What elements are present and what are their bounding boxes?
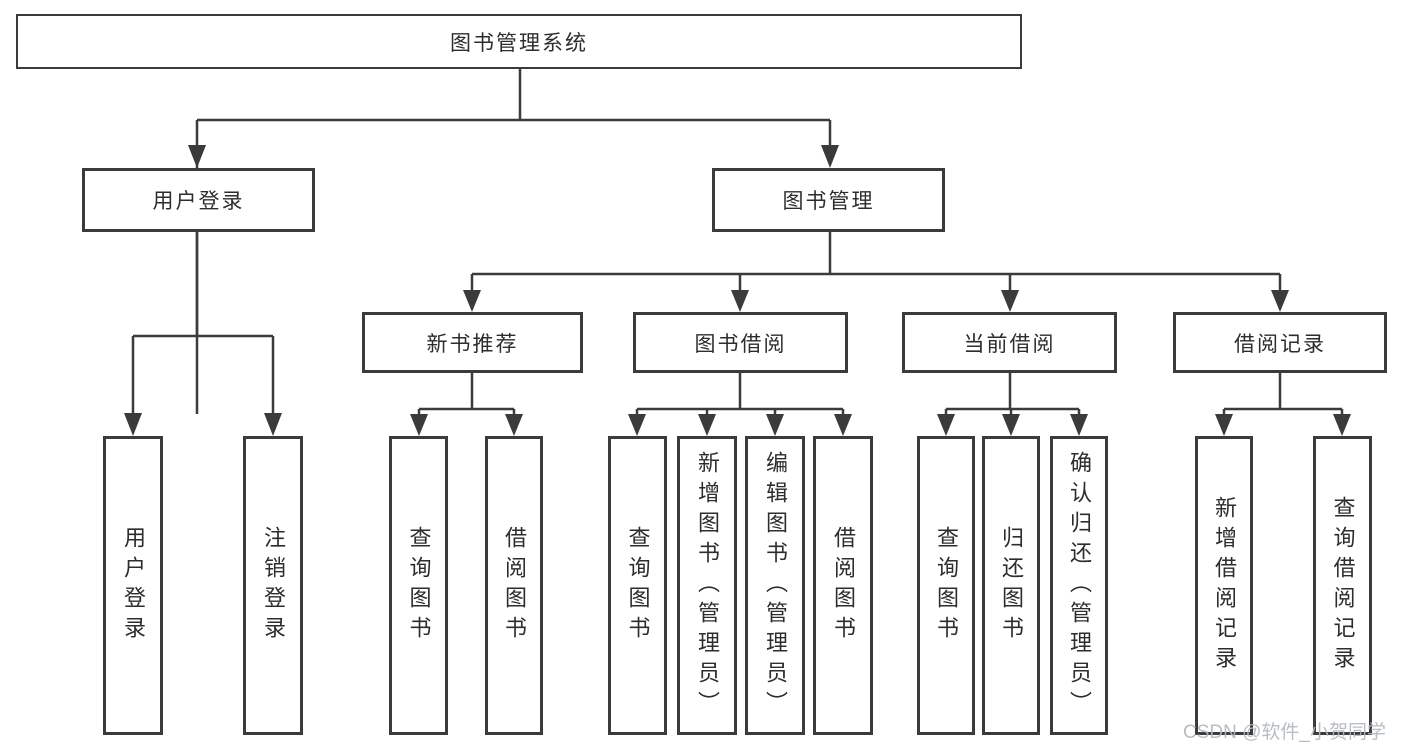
leaf-user-login: 用户登录 [103, 436, 163, 735]
arrowhead-down-icon [188, 145, 839, 168]
connector-bookborrow-to-leaves [635, 373, 845, 416]
node-borrowing-records: 借阅记录 [1173, 312, 1387, 373]
node-book-borrowing-label: 图书借阅 [694, 332, 787, 356]
leaf-user-login-label: 用户登录 [121, 525, 146, 646]
leaf-query-books-borrow: 查询图书 [608, 436, 667, 735]
leaf-return-book-label: 归还图书 [999, 525, 1024, 646]
arrowhead-down-icon [628, 414, 852, 436]
leaf-logout: 注销登录 [243, 436, 303, 735]
node-new-book-recommend: 新书推荐 [362, 312, 583, 373]
node-root: 图书管理系统 [16, 14, 1022, 69]
leaf-query-borrow-record-label: 查询借阅记录 [1330, 495, 1356, 676]
leaf-query-books-recommend-label: 查询图书 [406, 525, 432, 646]
leaf-query-books-borrow-label: 查询图书 [625, 525, 651, 646]
node-current-borrowing: 当前借阅 [902, 312, 1117, 373]
leaf-edit-book-admin-label: 编辑图书（管理员） [763, 450, 788, 721]
leaf-add-borrow-record-label: 新增借阅记录 [1212, 495, 1237, 676]
leaf-query-books-current-label: 查询图书 [934, 525, 959, 646]
leaf-borrow-books-recommend: 借阅图书 [485, 436, 543, 735]
connector-bookmgmt-to-level3 [470, 232, 1282, 292]
node-current-borrowing-label: 当前借阅 [963, 332, 1056, 356]
arrowhead-down-icon [1215, 414, 1351, 436]
leaf-add-book-admin-label: 新增图书（管理员） [695, 450, 720, 721]
csdn-watermark: CSDN @软件_小贺同学 [1183, 722, 1386, 743]
node-user-login-label: 用户登录 [152, 190, 245, 213]
leaf-edit-book-admin: 编辑图书（管理员） [745, 436, 805, 735]
node-new-book-recommend-label: 新书推荐 [426, 332, 519, 356]
node-user-login: 用户登录 [82, 168, 315, 232]
arrowhead-down-icon [410, 414, 523, 436]
arrowhead-down-icon [124, 413, 282, 436]
node-book-borrowing: 图书借阅 [633, 312, 848, 373]
leaf-borrow-books: 借阅图书 [813, 436, 873, 735]
arrowhead-down-icon [463, 290, 1289, 312]
leaf-add-book-admin: 新增图书（管理员） [677, 436, 737, 735]
leaf-borrow-books-label: 借阅图书 [831, 525, 856, 646]
leaf-add-borrow-record: 新增借阅记录 [1195, 436, 1253, 735]
connector-root-to-level2 [195, 69, 832, 414]
connector-userlogin-to-leaves [131, 232, 275, 414]
node-book-management-label: 图书管理 [782, 190, 875, 213]
leaf-return-book: 归还图书 [982, 436, 1040, 735]
leaf-borrow-books-recommend-label: 借阅图书 [502, 525, 527, 646]
leaf-confirm-return-admin: 确认归还（管理员） [1050, 436, 1108, 735]
leaf-logout-label: 注销登录 [261, 525, 286, 646]
connector-currentborrow-to-leaves [944, 373, 1081, 416]
connector-newbookrec-to-leaves [417, 373, 516, 416]
leaf-query-borrow-record: 查询借阅记录 [1313, 436, 1372, 735]
connector-borrowrecord-to-leaves [1222, 373, 1344, 416]
leaf-query-books-recommend: 查询图书 [389, 436, 448, 735]
leaf-confirm-return-admin-label: 确认归还（管理员） [1067, 450, 1092, 721]
leaf-query-books-current: 查询图书 [917, 436, 975, 735]
node-root-label: 图书管理系统 [450, 31, 588, 55]
node-book-management: 图书管理 [712, 168, 945, 232]
node-borrowing-records-label: 借阅记录 [1234, 332, 1326, 356]
arrowhead-down-icon [937, 414, 1088, 436]
